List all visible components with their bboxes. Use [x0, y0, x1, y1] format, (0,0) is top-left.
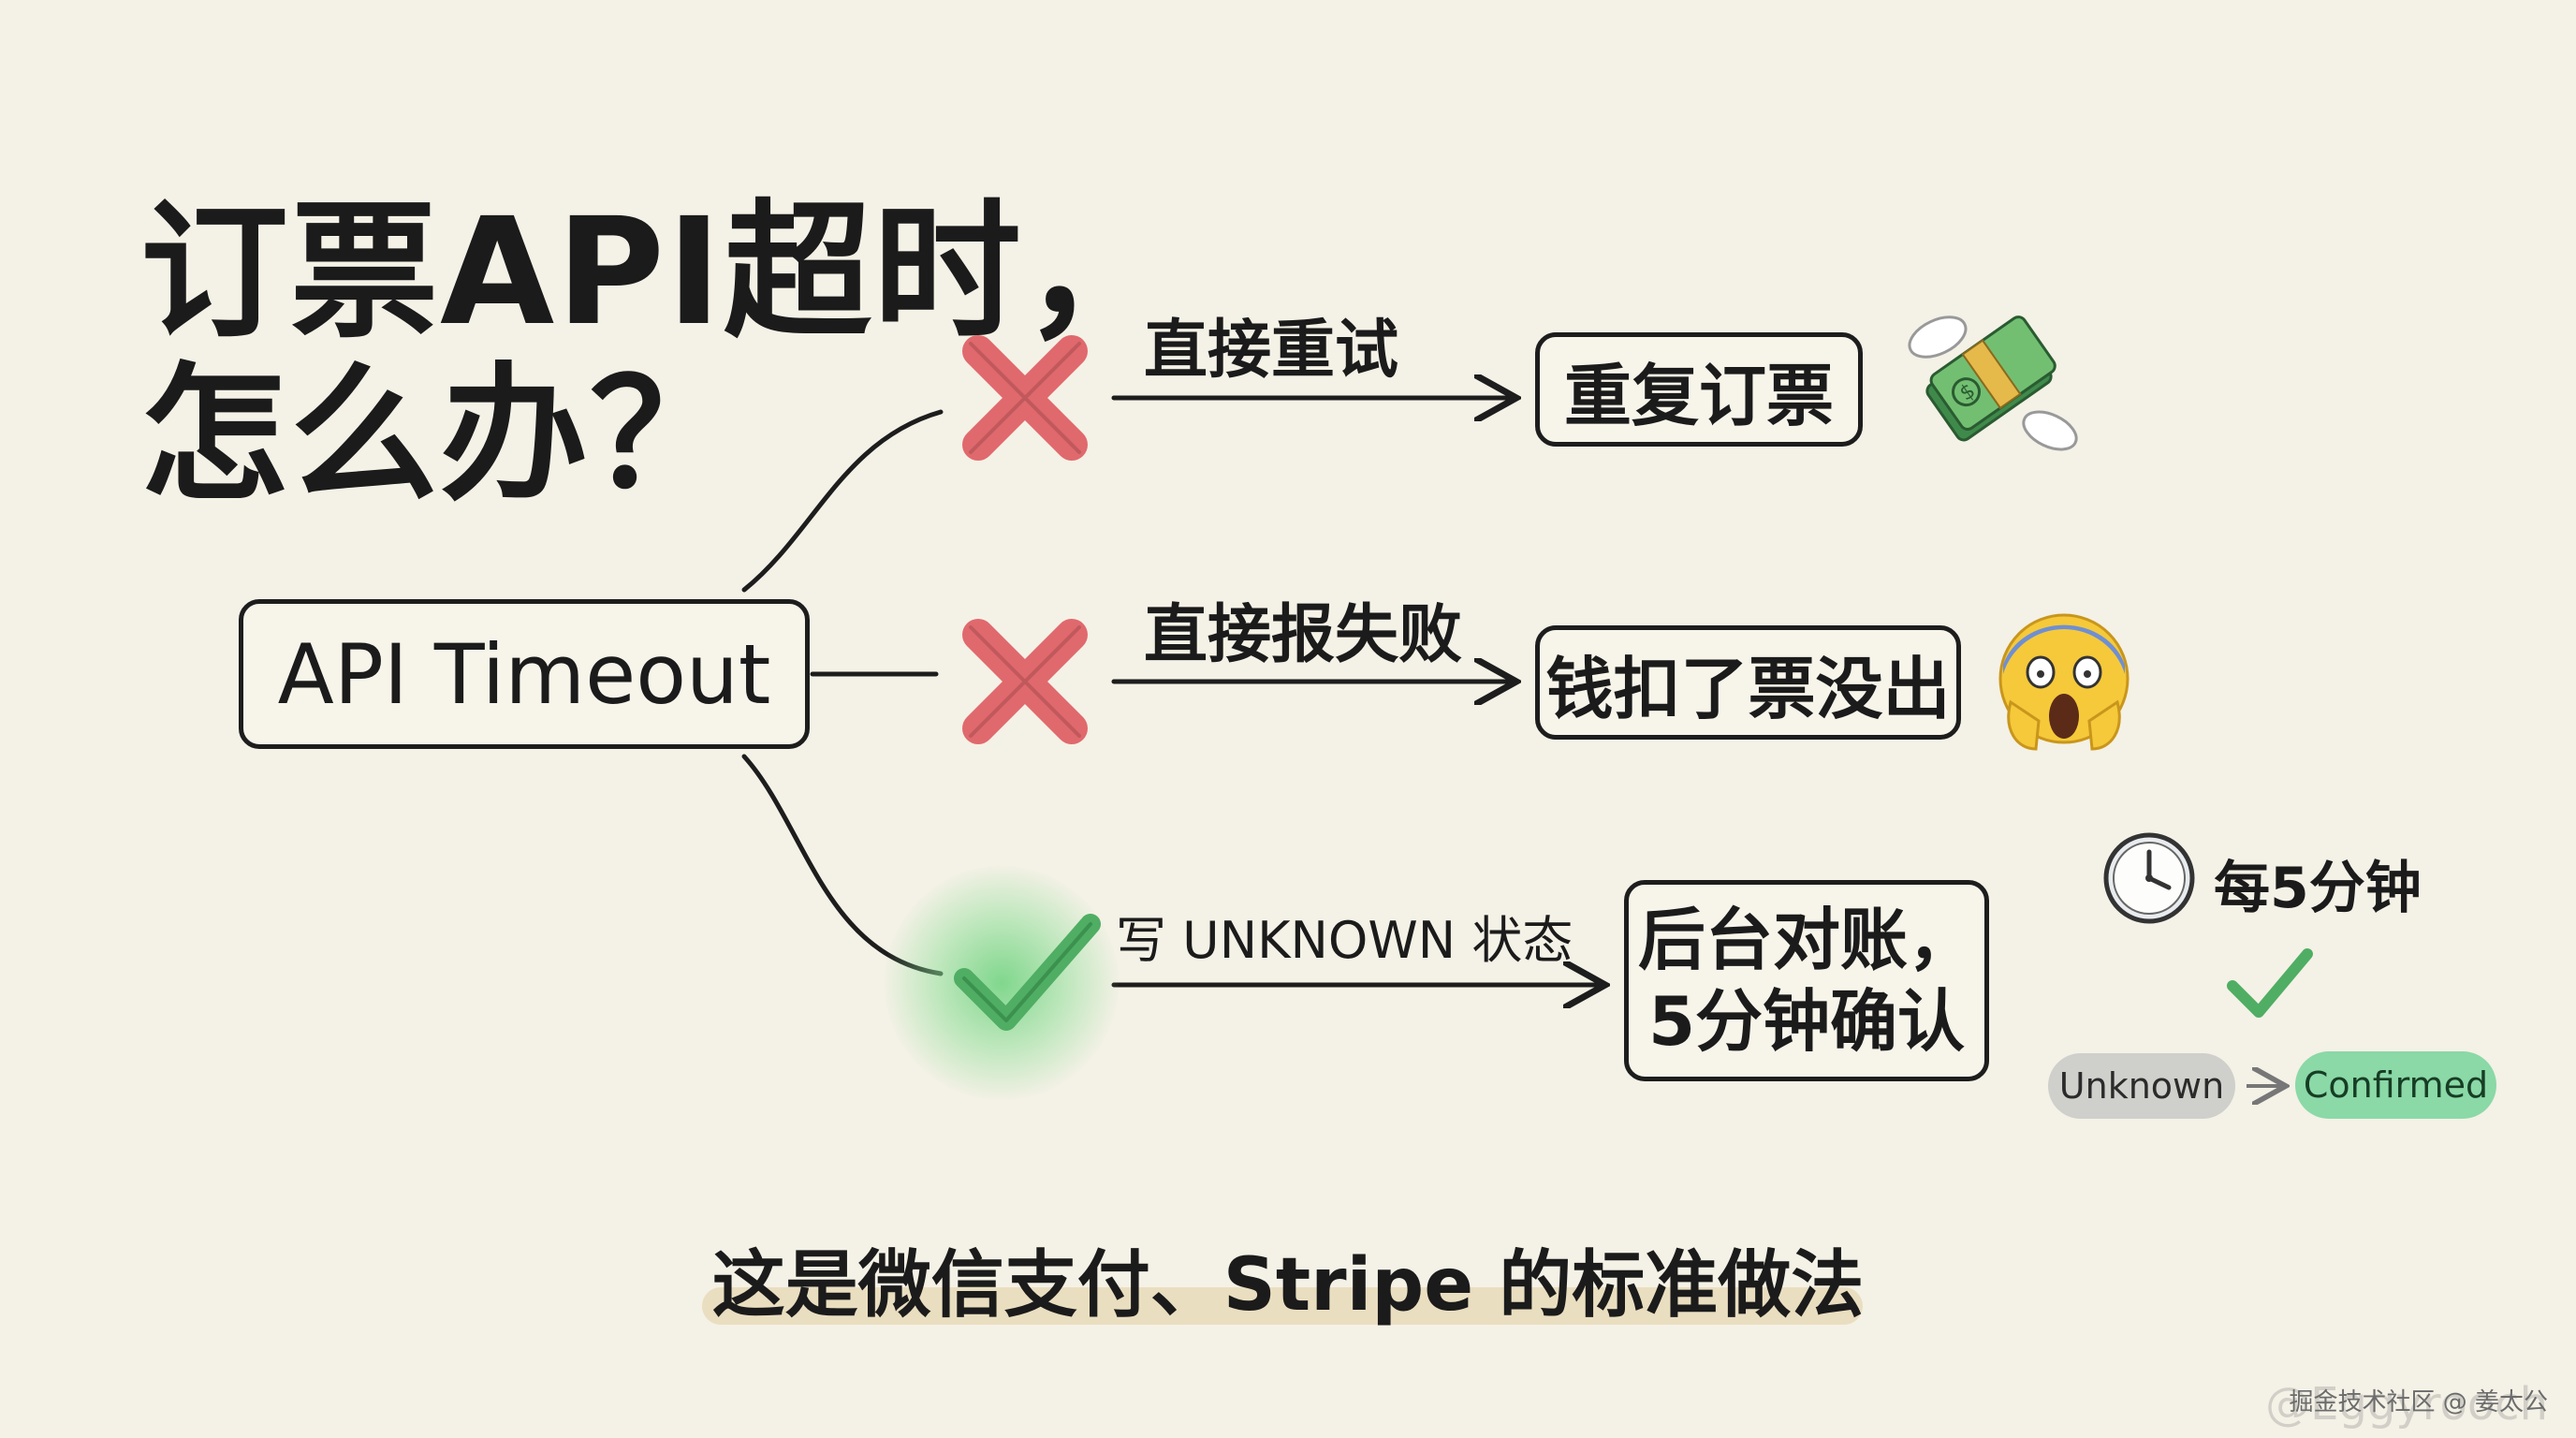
watermark-faint: @Eggyrooch	[2265, 1378, 2548, 1431]
flying-money-icon: $	[1908, 315, 2078, 451]
state-unknown-label: Unknown	[2058, 1065, 2225, 1107]
footer-highlight	[702, 1287, 1863, 1325]
watermark: 掘金技术社区 @ 姜太公	[2289, 1388, 2548, 1416]
clock-icon	[2103, 832, 2195, 924]
page-title: 订票API超时， 怎么办？	[140, 186, 1173, 521]
result-box-charged: 钱扣了票没出	[1535, 625, 1961, 740]
result-line-1: 后台对账，	[1637, 901, 1975, 980]
branch-action-fail: 直接报失败	[1144, 598, 1463, 672]
title-line-1: 订票API超时，	[140, 186, 1173, 359]
state-unknown-badge: Unknown	[2048, 1053, 2235, 1119]
state-confirmed-badge: Confirmed	[2295, 1051, 2496, 1119]
branch-action-retry: 直接重试	[1144, 314, 1399, 388]
branch-action-unknown: 写 UNKNOWN 状态	[1116, 911, 1573, 970]
branch-line-top	[741, 409, 944, 593]
screaming-face-icon	[1998, 613, 2130, 751]
state-confirmed-label: Confirmed	[2303, 1064, 2489, 1106]
result-label: 钱扣了票没出	[1545, 649, 1951, 728]
cross-icon	[962, 619, 1088, 744]
result-box-reconcile: 后台对账， 5分钟确认	[1624, 880, 1989, 1081]
check-small-icon	[2227, 948, 2313, 1018]
check-glow	[885, 866, 1119, 1100]
footer-text: 这是微信支付、Stripe 的标准做法	[711, 1243, 1865, 1328]
check-icon	[954, 914, 1101, 1031]
result-line-2: 5分钟确认	[1647, 981, 1966, 1061]
interval-label: 每5分钟	[2214, 856, 2422, 921]
result-label: 重复订票	[1563, 356, 1834, 435]
root-node: API Timeout	[239, 599, 810, 749]
cross-icon	[962, 335, 1088, 461]
result-box-duplicate: 重复订票	[1535, 332, 1863, 447]
title-line-2: 怎么办？	[140, 348, 739, 521]
root-node-label: API Timeout	[277, 625, 771, 723]
